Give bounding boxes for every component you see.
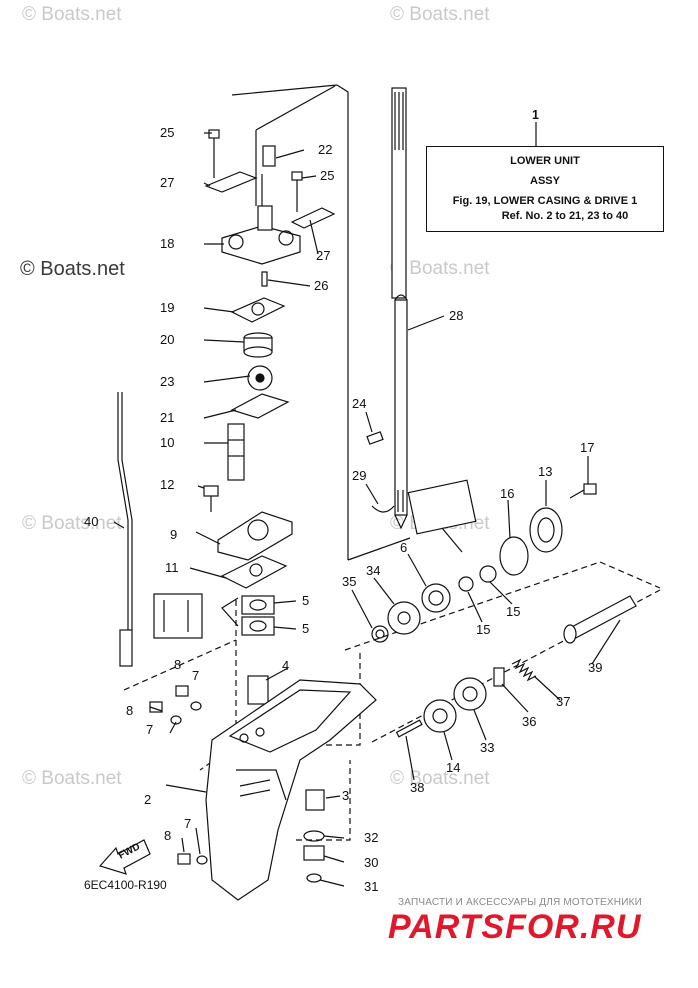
shop-tagline: ЗАПЧАСТИ И АКСЕССУАРЫ ДЛЯ МОТОТЕХНИКИ bbox=[398, 897, 643, 908]
callout-20: 20 bbox=[160, 332, 175, 347]
callout-15: 15 bbox=[476, 622, 491, 637]
watermark-prominent: © Boats.net bbox=[20, 258, 125, 280]
watermark: © Boats.net bbox=[22, 4, 122, 25]
callout-34: 34 bbox=[366, 563, 381, 578]
callout-25: 25 bbox=[320, 168, 335, 183]
callout-9: 9 bbox=[170, 527, 178, 542]
callout-4: 4 bbox=[282, 658, 290, 673]
callout-26: 26 bbox=[314, 278, 329, 293]
diagram-code: 6EC4100-R190 bbox=[84, 878, 167, 892]
callout-37: 37 bbox=[556, 694, 571, 709]
title-line-2: ASSY bbox=[530, 175, 560, 187]
callout-40: 40 bbox=[84, 514, 99, 529]
callout-16: 16 bbox=[500, 486, 515, 501]
callout-32: 32 bbox=[364, 830, 379, 845]
callout-14: 14 bbox=[446, 760, 461, 775]
watermark: © Boats.net bbox=[390, 258, 490, 279]
callout-24: 24 bbox=[352, 396, 367, 411]
callout-7: 7 bbox=[184, 816, 192, 831]
callout-38: 38 bbox=[410, 780, 425, 795]
callout-21: 21 bbox=[160, 410, 175, 425]
title-line-1: LOWER UNIT bbox=[510, 155, 580, 167]
callout-18: 18 bbox=[160, 236, 175, 251]
watermark: © Boats.net bbox=[22, 768, 122, 789]
callout-35: 35 bbox=[342, 574, 357, 589]
callout-8: 8 bbox=[126, 703, 134, 718]
callout-36: 36 bbox=[522, 714, 537, 729]
callout-10: 10 bbox=[160, 435, 175, 450]
callout-25: 25 bbox=[160, 125, 175, 140]
callout-19: 19 bbox=[160, 300, 175, 315]
callout-5: 5 bbox=[302, 621, 310, 636]
shop-logo-text: PARTSFOR.RU bbox=[388, 908, 642, 946]
callout-23: 23 bbox=[160, 374, 175, 389]
callout-13: 13 bbox=[538, 464, 553, 479]
callout-29: 29 bbox=[352, 468, 367, 483]
watermark: © Boats.net bbox=[22, 513, 122, 534]
callout-7: 7 bbox=[192, 668, 200, 683]
callout-2: 2 bbox=[144, 792, 152, 807]
callout-5: 5 bbox=[302, 593, 310, 608]
callout-7: 7 bbox=[146, 722, 154, 737]
title-box: LOWER UNIT ASSY Fig. 19, LOWER CASING & … bbox=[426, 146, 664, 232]
callout-30: 30 bbox=[364, 855, 379, 870]
callout-27: 27 bbox=[316, 248, 331, 263]
callout-12: 12 bbox=[160, 477, 175, 492]
title-callout: 1 bbox=[532, 108, 539, 122]
callout-8: 8 bbox=[174, 657, 182, 672]
callout-15: 15 bbox=[506, 604, 521, 619]
callout-39: 39 bbox=[588, 660, 603, 675]
callout-3: 3 bbox=[342, 788, 350, 803]
callout-28: 28 bbox=[449, 308, 464, 323]
callout-31: 31 bbox=[364, 879, 379, 894]
callout-22: 22 bbox=[318, 142, 333, 157]
callout-11: 11 bbox=[165, 560, 179, 575]
callout-33: 33 bbox=[480, 740, 495, 755]
callout-17: 17 bbox=[580, 440, 595, 455]
watermark: © Boats.net bbox=[390, 4, 490, 25]
callout-8: 8 bbox=[164, 828, 172, 843]
title-line-4: Ref. No. 2 to 21, 23 to 40 bbox=[501, 210, 629, 222]
callout-27: 27 bbox=[160, 175, 175, 190]
watermark: © Boats.net bbox=[390, 768, 490, 789]
shop-logo[interactable]: PARTSFOR.RU bbox=[388, 906, 684, 946]
callout-6: 6 bbox=[400, 540, 408, 555]
title-line-3: Fig. 19, LOWER CASING & DRIVE 1 bbox=[452, 195, 638, 207]
